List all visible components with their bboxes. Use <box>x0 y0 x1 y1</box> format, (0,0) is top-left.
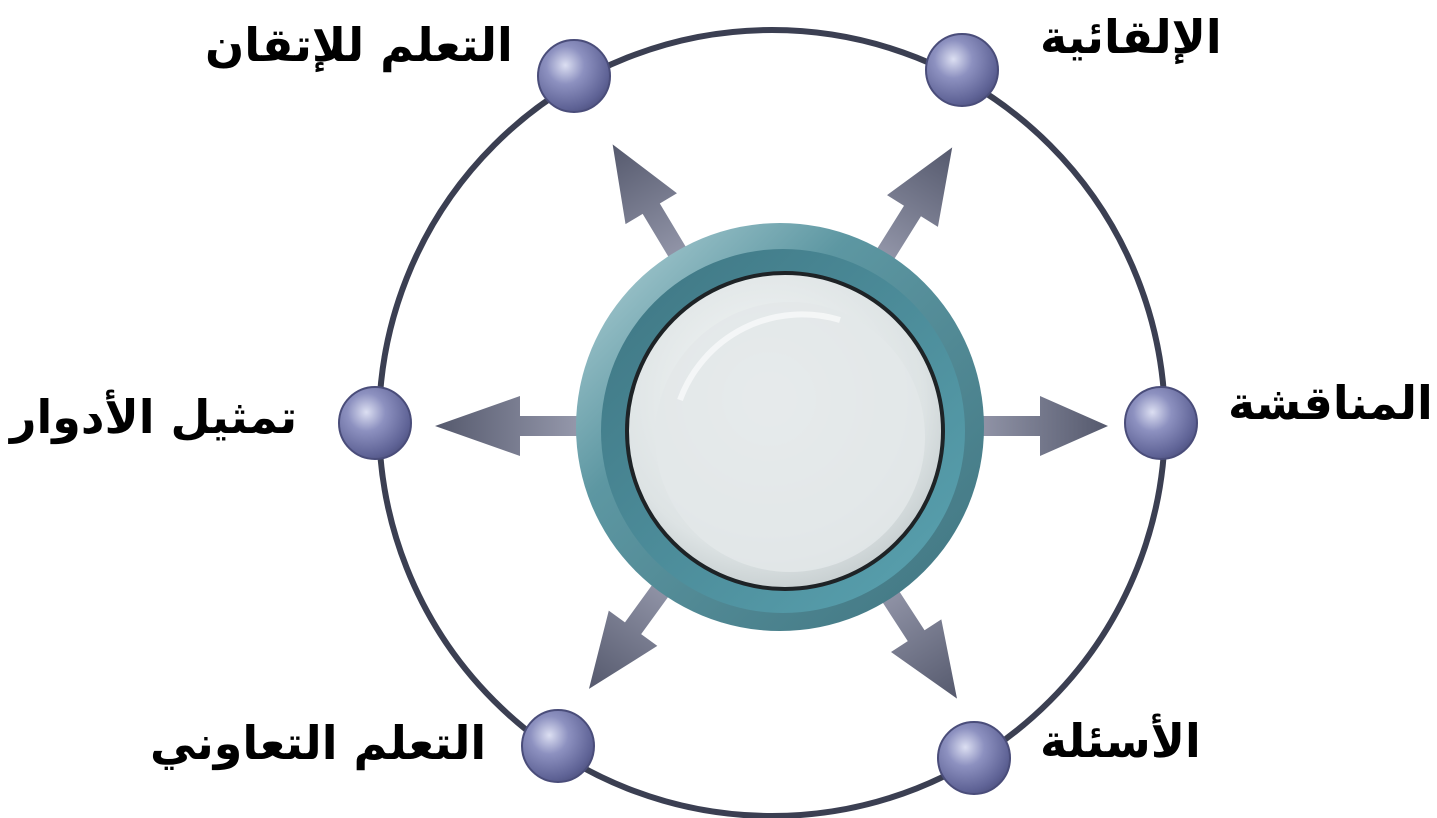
label-lecture: الإلقائية <box>1040 14 1222 60</box>
label-questions: الأسئلة <box>1040 718 1201 764</box>
sphere-node-middle-right <box>1125 387 1197 459</box>
label-discussion: المناقشة <box>1228 380 1433 426</box>
label-role-playing: تمثيل الأدوار <box>10 394 297 440</box>
label-mastery-learning: التعلم للإتقان <box>205 22 513 68</box>
sphere-node-top-right <box>926 34 998 106</box>
sphere-node-middle-left <box>339 387 411 459</box>
sphere-node-top-left <box>538 40 610 112</box>
sphere-node-bottom-left <box>522 710 594 782</box>
label-cooperative-learning: التعلم التعاوني <box>150 720 486 766</box>
sphere-node-bottom-right <box>938 722 1010 794</box>
glass-button-hub-icon <box>576 223 984 631</box>
